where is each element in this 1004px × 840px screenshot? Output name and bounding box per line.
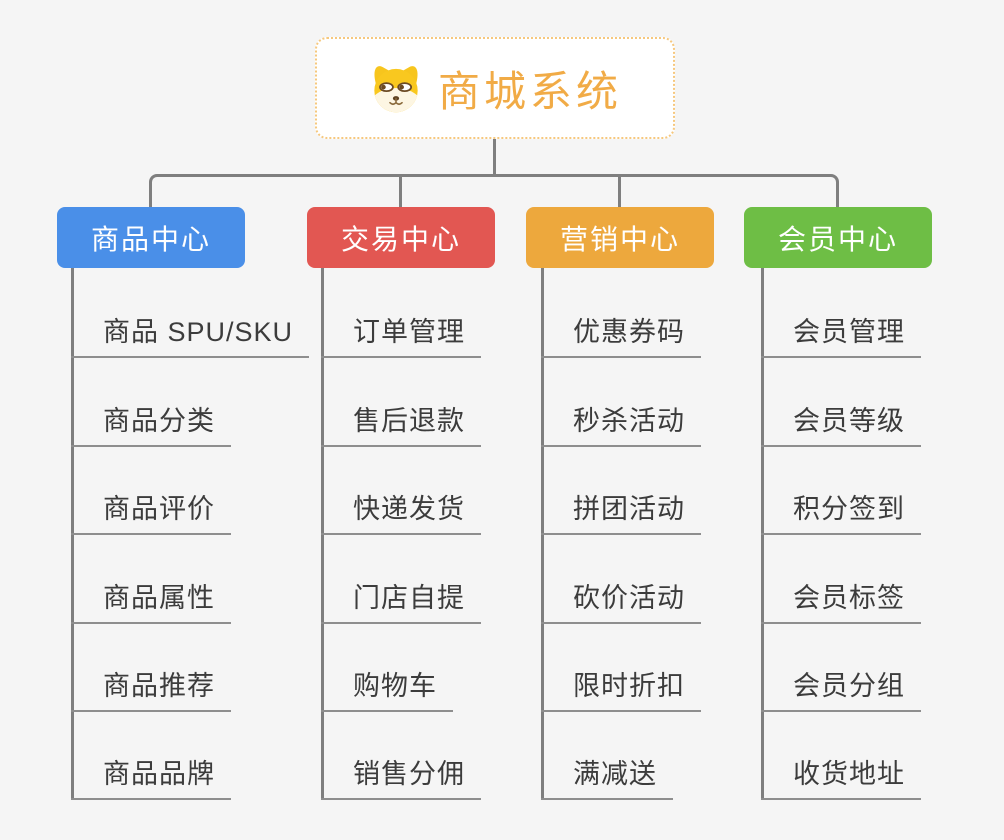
leaf-node[interactable]: 收货地址 xyxy=(761,750,921,800)
leaf-node[interactable]: 砍价活动 xyxy=(541,574,701,624)
branch-node-label: 商品中心 xyxy=(90,223,211,255)
leaf-node[interactable]: 商品推荐 xyxy=(71,662,231,712)
connector-drop-trade xyxy=(399,174,402,208)
root-node[interactable]: 商城系统 xyxy=(315,37,675,139)
leaf-node[interactable]: 门店自提 xyxy=(321,574,481,624)
leaf-node[interactable]: 会员等级 xyxy=(761,397,921,447)
branch-node-product-center[interactable]: 商品中心 xyxy=(57,207,245,268)
leaf-node[interactable]: 售后退款 xyxy=(321,397,481,447)
branch-node-trade-center[interactable]: 交易中心 xyxy=(307,207,495,268)
leaf-node[interactable]: 限时折扣 xyxy=(541,662,701,712)
leaf-node[interactable]: 商品评价 xyxy=(71,485,231,535)
leaf-node[interactable]: 商品分类 xyxy=(71,397,231,447)
branch-node-marketing-center[interactable]: 营销中心 xyxy=(526,207,714,268)
leaf-node[interactable]: 秒杀活动 xyxy=(541,397,701,447)
branch-node-label: 营销中心 xyxy=(559,223,680,255)
shiba-dog-icon xyxy=(374,66,418,113)
leaf-node[interactable]: 商品 SPU/SKU xyxy=(71,308,310,358)
leaf-node[interactable]: 销售分佣 xyxy=(321,750,481,800)
leaf-node[interactable]: 积分签到 xyxy=(761,485,921,535)
connector-root-stem xyxy=(493,139,496,176)
leaf-node[interactable]: 商品属性 xyxy=(71,574,231,624)
leaf-node[interactable]: 优惠券码 xyxy=(541,308,701,358)
branch-node-label: 会员中心 xyxy=(777,223,898,255)
connector-elbow-left xyxy=(149,174,496,208)
branch-node-label: 交易中心 xyxy=(340,223,461,255)
leaf-node[interactable]: 会员管理 xyxy=(761,308,921,358)
leaf-node[interactable]: 拼团活动 xyxy=(541,485,701,535)
leaf-node[interactable]: 购物车 xyxy=(321,662,453,712)
leaf-node[interactable]: 会员分组 xyxy=(761,662,921,712)
leaf-node[interactable]: 满减送 xyxy=(541,750,673,800)
connector-elbow-right xyxy=(493,174,839,208)
root-node-label: 商城系统 xyxy=(437,67,622,115)
branch-node-member-center[interactable]: 会员中心 xyxy=(744,207,932,268)
leaf-node[interactable]: 商品品牌 xyxy=(71,750,231,800)
leaf-node[interactable]: 快递发货 xyxy=(321,485,481,535)
leaf-node[interactable]: 订单管理 xyxy=(321,308,481,358)
leaf-node[interactable]: 会员标签 xyxy=(761,574,921,624)
connector-drop-marketing xyxy=(618,174,621,208)
